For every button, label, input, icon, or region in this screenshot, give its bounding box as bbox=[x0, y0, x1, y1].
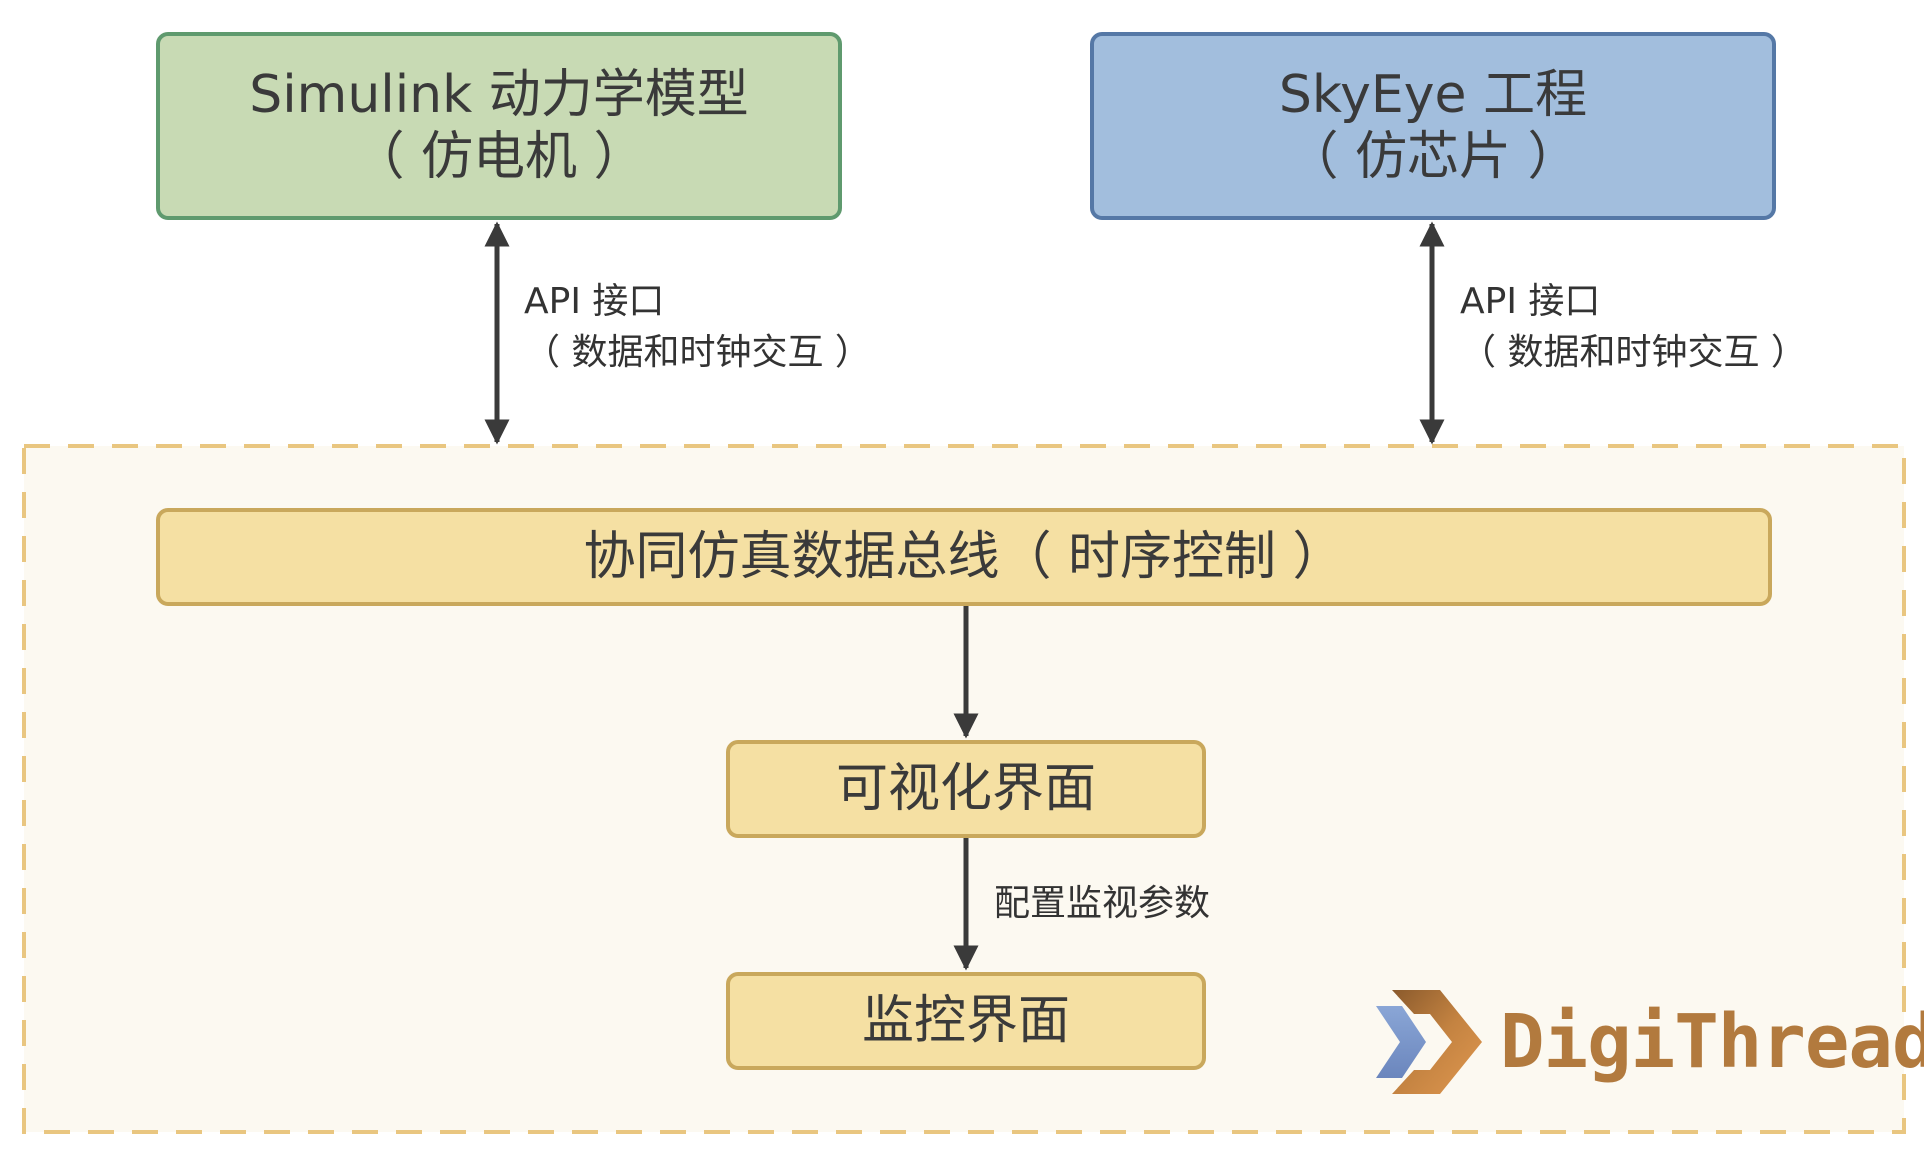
visual-ui-node: 可视化界面 bbox=[726, 740, 1206, 838]
right-api-label: API 接口 （ 数据和时钟交互 ） bbox=[1460, 276, 1807, 378]
monitor-ui-label: 监控界面 bbox=[861, 990, 1070, 1051]
simulink-node-title: Simulink 动力学模型 bbox=[249, 64, 749, 125]
simulink-node: Simulink 动力学模型 （ 仿电机 ） bbox=[156, 32, 842, 220]
digithread-logo-icon bbox=[1376, 990, 1482, 1094]
config-label: 配置监视参数 bbox=[994, 878, 1210, 929]
right-api-label-line1: API 接口 bbox=[1460, 281, 1601, 322]
visual-ui-label: 可视化界面 bbox=[835, 758, 1096, 819]
left-api-label: API 接口 （ 数据和时钟交互 ） bbox=[524, 276, 871, 378]
right-api-label-line2: （ 数据和时钟交互 ） bbox=[1460, 332, 1807, 374]
data-bus-label: 协同仿真数据总线（ 时序控制 ） bbox=[583, 526, 1345, 587]
brand-logo: DigiThread bbox=[1374, 986, 1924, 1098]
skyeye-node: SkyEye 工程 （ 仿芯片 ） bbox=[1090, 32, 1776, 220]
left-api-label-line2: （ 数据和时钟交互 ） bbox=[524, 332, 871, 374]
brand-name: DigiThread bbox=[1500, 999, 1924, 1085]
left-api-label-line1: API 接口 bbox=[524, 281, 665, 322]
simulink-node-subtitle: （ 仿电机 ） bbox=[352, 127, 646, 187]
monitor-ui-node: 监控界面 bbox=[726, 972, 1206, 1070]
skyeye-node-title: SkyEye 工程 bbox=[1278, 64, 1588, 125]
data-bus-node: 协同仿真数据总线（ 时序控制 ） bbox=[156, 508, 1772, 606]
skyeye-node-subtitle: （ 仿芯片 ） bbox=[1286, 127, 1580, 187]
config-label-text: 配置监视参数 bbox=[994, 883, 1211, 924]
